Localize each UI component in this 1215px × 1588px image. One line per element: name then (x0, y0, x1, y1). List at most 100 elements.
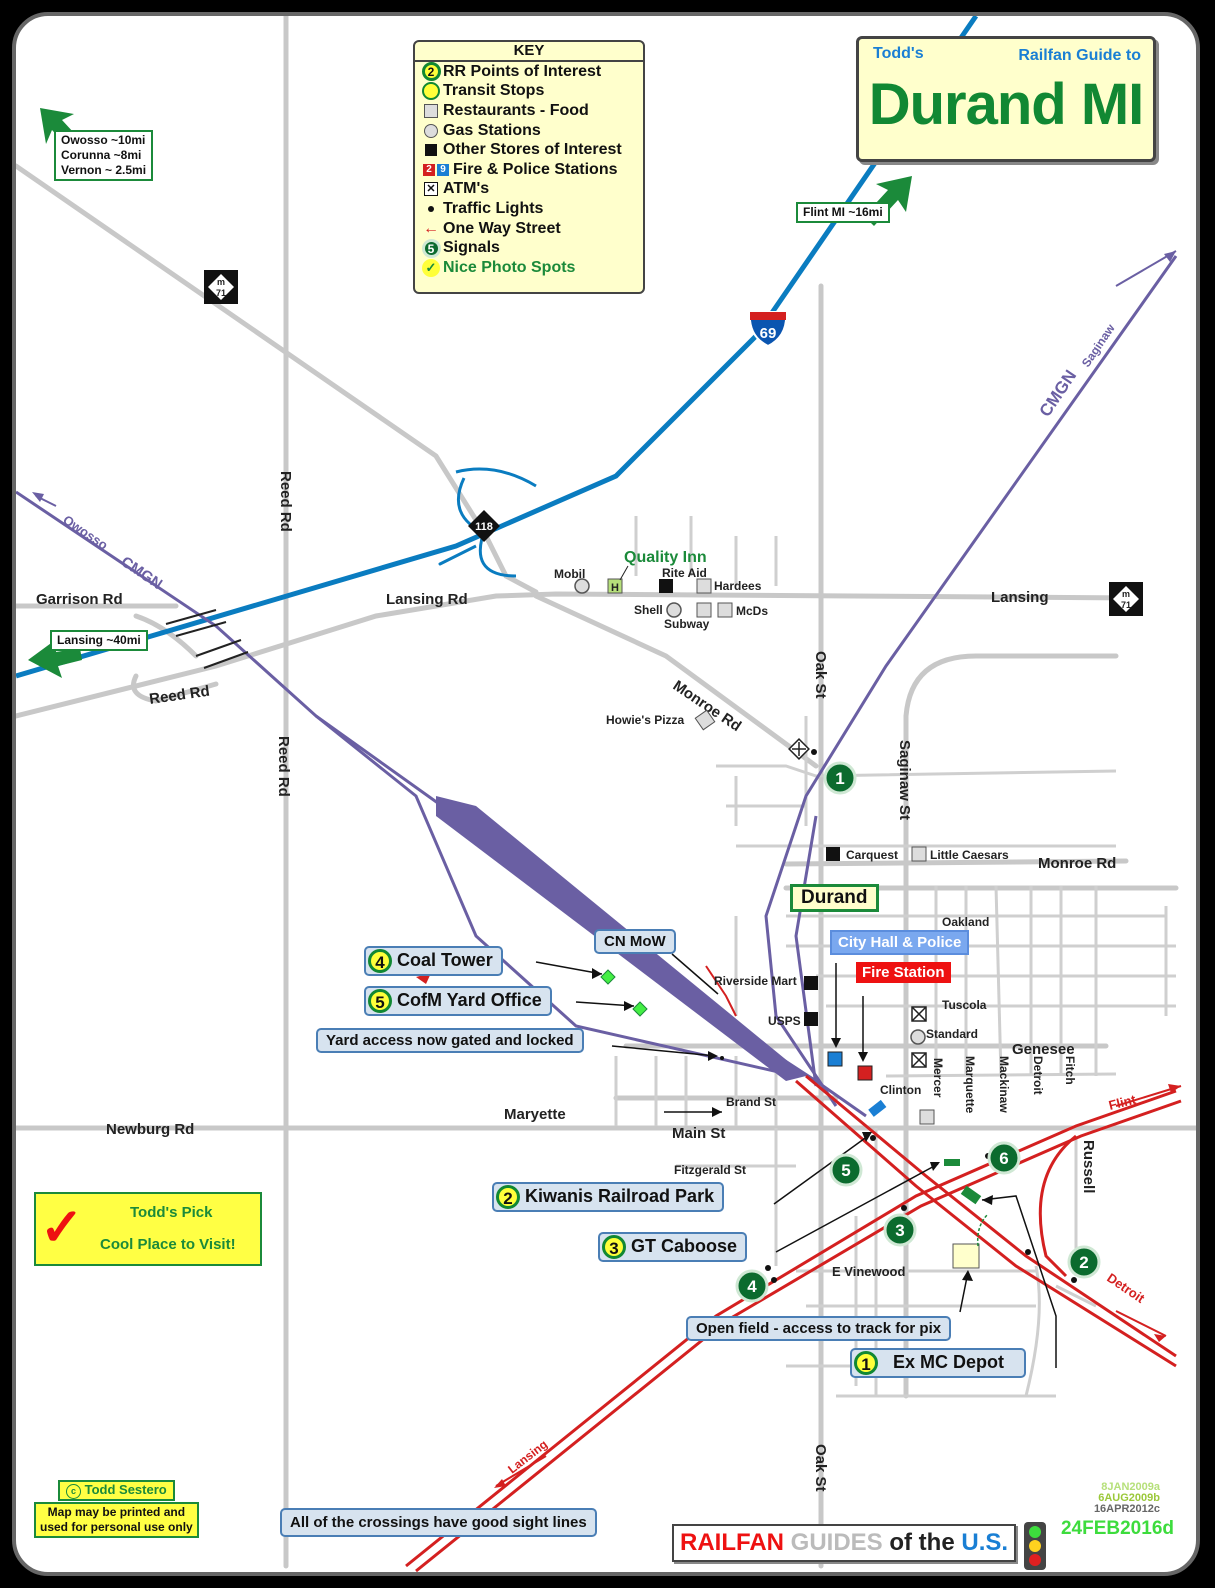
coal-tower-photo-spot (600, 969, 616, 985)
business-labels: Mobil Rite Aid Hardees Shell Subway McDs… (504, 566, 1009, 1123)
rail-label-cmgn-north: CMGN (1036, 367, 1081, 421)
signal-5: 5 (829, 1153, 863, 1187)
checkmark-icon: ✓ (40, 1199, 84, 1257)
svg-text:Little Caesars: Little Caesars (930, 848, 1009, 862)
road-label-detroit: Detroit (1031, 1056, 1045, 1095)
gas-station-icon (424, 123, 438, 138)
signal-markers: 1 5 6 3 2 4 (735, 761, 1101, 1303)
svg-text:USPS: USPS (768, 1014, 801, 1028)
m71-shield-east: m 71 (1109, 582, 1143, 616)
rr-poi-icon: 2 (421, 62, 441, 82)
svg-text:Riverside Mart: Riverside Mart (714, 974, 797, 988)
key-row-atm: ✕ATM's (415, 180, 643, 200)
road-label-brand-st: Brand St (726, 1095, 776, 1109)
depot-building-icon (919, 1109, 935, 1125)
callout-open-field: Open field - access to track for pix (686, 1316, 952, 1341)
poi-kiwanis-park: 2 Kiwanis Railroad Park (492, 1182, 725, 1212)
callout-fire-station: Fire Station (856, 962, 951, 983)
svg-text:6: 6 (999, 1149, 1008, 1168)
signal-icon: 5 (421, 238, 441, 258)
police-station-icon (827, 1051, 843, 1067)
copyright-icon: c (66, 1484, 81, 1499)
m71-shield-west: m 71 (204, 270, 238, 304)
bridge-marks (165, 609, 249, 669)
restaurant-subway-icon (696, 602, 712, 618)
depot-marker (960, 1185, 982, 1205)
restaurant-mcds-icon (717, 602, 733, 618)
gas-station-shell-icon (666, 602, 682, 618)
road-label-reed-south: Reed Rd (275, 736, 292, 797)
svg-text:Hardees: Hardees (714, 579, 762, 593)
signal-2: 2 (1067, 1245, 1101, 1279)
store-usps-icon (804, 1012, 818, 1026)
svg-text:H: H (611, 582, 619, 594)
store-carquest-icon (826, 847, 840, 861)
svg-text:Mobil: Mobil (554, 567, 585, 581)
road-label-genesee: Genesee (1012, 1041, 1075, 1058)
copyright-badge: c Todd Sestero (58, 1480, 175, 1501)
exit-118-marker: 118 (468, 510, 500, 542)
atm-icons (788, 738, 927, 1068)
svg-text:McDs: McDs (736, 604, 768, 618)
key-row-gas: Gas Stations (415, 121, 643, 141)
road-label-clinton: Clinton (880, 1083, 921, 1097)
kiwanis-park-marker (868, 1099, 887, 1117)
road-label-vinewood: E Vinewood (832, 1264, 905, 1279)
road-label-lansing: Lansing (991, 589, 1049, 606)
page-title: Durand MI (868, 72, 1145, 137)
map-canvas: m 71 m 71 69 118 Reed Rd Reed Rd Garriso… (16, 16, 1196, 1572)
open-field-area (952, 1243, 980, 1269)
lansing-destination: Lansing ~40mi (50, 630, 148, 651)
footer-traffic-light-icon (1024, 1522, 1046, 1570)
signal-3: 3 (883, 1213, 917, 1247)
key-row-photo: ✓Nice Photo Spots (415, 258, 643, 278)
quality-inn-label: Quality Inn (624, 549, 707, 566)
west-destinations: Owosso ~10mi Corunna ~8mi Vernon ~ 2.5mi (54, 130, 154, 181)
police-station-key-icon: 9 (437, 163, 449, 176)
road-label-fitch: Fitch (1063, 1056, 1077, 1085)
store-icon (425, 144, 437, 157)
poi-yard-office: 5 CofM Yard Office (364, 986, 552, 1016)
key-row-store: Other Stores of Interest (415, 140, 643, 160)
svg-text:m: m (217, 277, 225, 287)
road-label-reed-rd: Reed Rd (148, 683, 211, 708)
fire-station-icon (857, 1065, 873, 1081)
road-label-mercer: Mercer (931, 1058, 945, 1098)
rail-label-owosso: Owosso (60, 512, 110, 553)
key-row-restaurant: Restaurants - Food (415, 101, 643, 121)
signal-1: 1 (823, 761, 857, 795)
callout-pointers (535, 953, 1057, 1368)
poi-mc-depot: 1 Ex MC Depot (850, 1348, 1027, 1378)
restaurant-hardees-icon (696, 578, 712, 594)
title-box: Todd's Railfan Guide to Durand MI (856, 36, 1156, 162)
i69-shield: 69 (748, 311, 788, 348)
todds-pick-box: ✓ Todd's Pick Cool Place to Visit! (34, 1192, 262, 1266)
callout-yard-access: Yard access now gated and locked (316, 1028, 584, 1053)
road-label-reed-north: Reed Rd (277, 471, 294, 532)
pointer-heads (592, 968, 993, 1281)
gas-station-standard-icon (910, 1029, 926, 1045)
town-label-durand: Durand (790, 884, 879, 912)
copyright-note: Map may be printed and used for personal… (34, 1502, 199, 1538)
restaurant-howies-icon (694, 709, 716, 731)
key-row-one-way: ←One Way Street (423, 219, 561, 237)
road-label-fitzgerald: Fitzgerald St (674, 1163, 746, 1177)
key-row-traffic: Traffic Lights (415, 199, 643, 219)
road-label-tuscola: Tuscola (942, 998, 987, 1012)
title-prefix: Todd's (873, 45, 924, 62)
key-title: KEY (415, 42, 643, 62)
svg-text:1: 1 (835, 769, 844, 788)
road-label-oakland: Oakland (942, 915, 989, 929)
caboose-marker (944, 1159, 960, 1166)
svg-text:Rite Aid: Rite Aid (662, 566, 707, 580)
rail-label-cmgn-west: CMGN (118, 553, 165, 593)
restaurant-icon (424, 103, 438, 118)
road-label-oak-north: Oak St (812, 651, 829, 699)
cmgn-arrows (32, 251, 1176, 502)
poi-gt-caboose: 3 GT Caboose (598, 1232, 748, 1262)
svg-text:Shell: Shell (634, 603, 663, 617)
road-label-oak-south: Oak St (812, 1444, 829, 1492)
photo-spot-icon: ✓ (422, 258, 440, 277)
